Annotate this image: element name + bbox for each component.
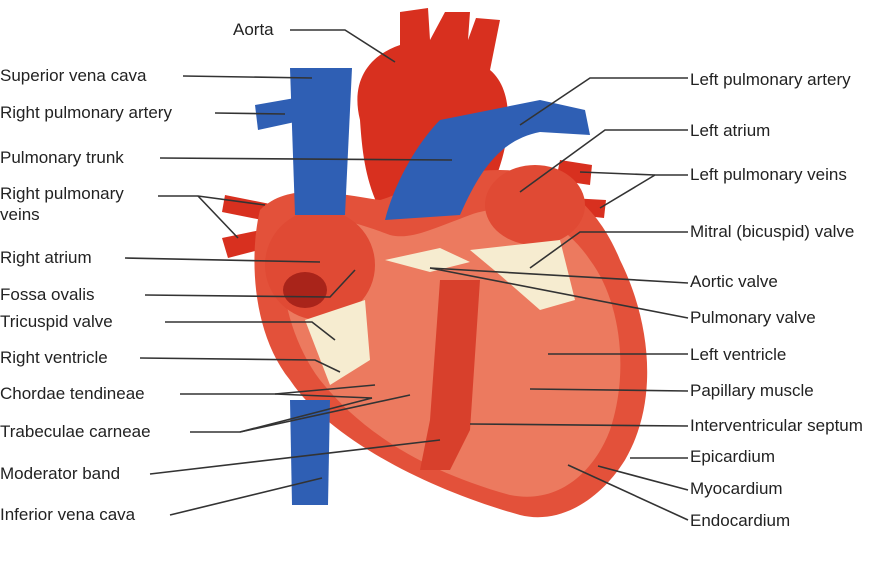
mitral-valve: [470, 240, 575, 310]
tricuspid-valve: [305, 300, 370, 385]
label-inferior-vena-cava: Inferior vena cava: [0, 505, 136, 524]
label-interventricular-septum: Interventricular septum: [690, 416, 863, 435]
pulmonary-trunk: [385, 100, 590, 220]
label-right-ventricle: Right ventricle: [0, 348, 108, 367]
label-left-pulmonary-artery: Left pulmonary artery: [690, 70, 851, 89]
label-moderator-band: Moderator band: [0, 464, 121, 483]
label-chordae-tendineae: Chordae tendineae: [0, 384, 145, 403]
label-fossa-ovalis: Fossa ovalis: [0, 285, 95, 304]
superior-vena-cava: [290, 68, 352, 215]
label-pulmonary-valve: Pulmonary valve: [690, 308, 816, 327]
label-epicardium: Epicardium: [690, 447, 776, 466]
fossa-ovalis: [283, 272, 327, 308]
label-tricuspid-valve: Tricuspid valve: [0, 312, 113, 331]
label-mitral-valve: Mitral (bicuspid) valve: [690, 222, 855, 241]
label-papillary-muscle: Papillary muscle: [690, 381, 814, 400]
label-right-pulmonary-veins-1: Right pulmonary: [0, 184, 124, 203]
label-right-atrium: Right atrium: [0, 248, 92, 267]
label-trabeculae-carneae: Trabeculae carneae: [0, 422, 151, 441]
label-right-pulmonary-artery: Right pulmonary artery: [0, 103, 172, 122]
label-right-pulmonary-veins-2: veins: [0, 205, 40, 224]
label-left-pulmonary-veins: Left pulmonary veins: [690, 165, 847, 184]
interventricular-septum: [420, 280, 480, 470]
left-atrium: [485, 165, 585, 245]
label-left-atrium: Left atrium: [690, 121, 771, 140]
label-myocardium: Myocardium: [690, 479, 783, 498]
label-endocardium: Endocardium: [690, 511, 791, 530]
inferior-vena-cava: [290, 400, 330, 505]
label-aortic-valve: Aortic valve: [690, 272, 778, 291]
aortic-valve: [385, 248, 470, 272]
label-left-ventricle: Left ventricle: [690, 345, 787, 364]
label-pulmonary-trunk: Pulmonary trunk: [0, 148, 124, 167]
label-superior-vena-cava: Superior vena cava: [0, 66, 147, 85]
leader-lines: [124, 29, 689, 521]
label-aorta: Aorta: [233, 20, 274, 39]
